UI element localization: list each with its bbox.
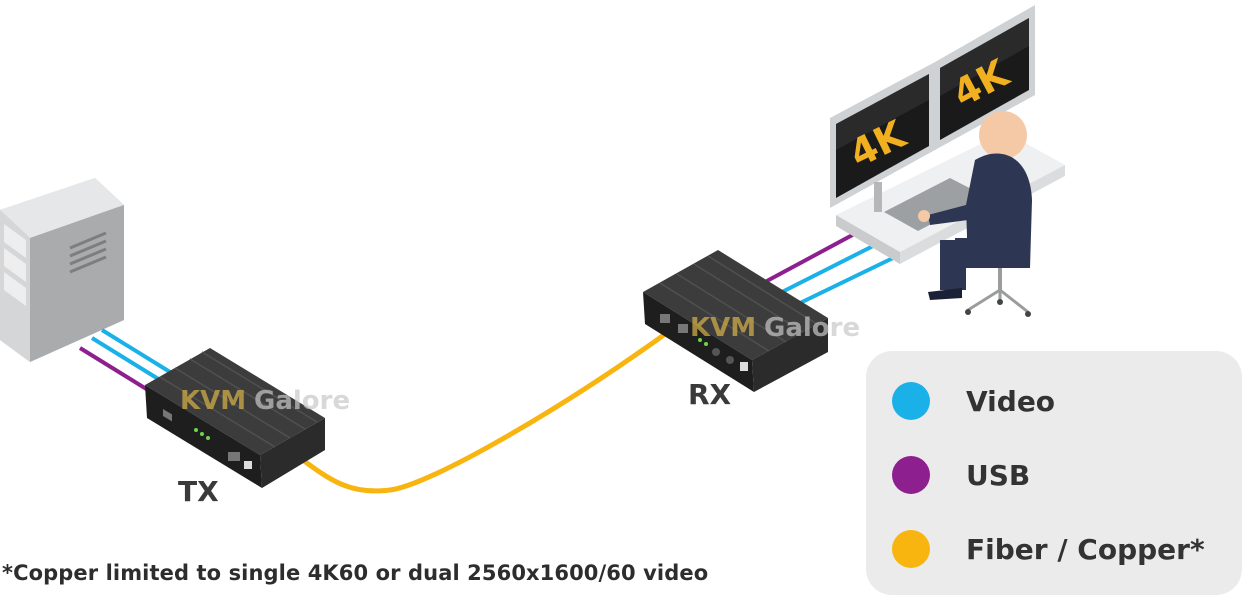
tx-unit xyxy=(145,348,325,488)
tx-watermark-suffix: Galore xyxy=(254,386,350,416)
person xyxy=(918,111,1032,300)
legend-label: Video xyxy=(966,384,1056,418)
usb-color-swatch xyxy=(892,456,930,494)
pc-to-tx-cables xyxy=(78,328,172,392)
legend: Video USB Fiber / Copper* xyxy=(866,351,1242,595)
legend-label: Fiber / Copper* xyxy=(966,532,1205,566)
rx-watermark-suffix: Galore xyxy=(764,313,860,343)
left-monitor: 4K xyxy=(830,62,935,212)
rx-watermark-prefix: KVM xyxy=(690,313,756,343)
video-color-swatch xyxy=(892,382,930,420)
legend-label: USB xyxy=(966,458,1031,492)
tx-label: TX xyxy=(178,475,219,508)
footnote: *Copper limited to single 4K60 or dual 2… xyxy=(2,561,709,585)
workstation: 4K 4K xyxy=(830,5,1065,317)
legend-item-fiber-copper: Fiber / Copper* xyxy=(892,524,1205,574)
chair xyxy=(965,268,1031,317)
legend-item-usb: USB xyxy=(892,450,1030,500)
rx-to-workstation-cables xyxy=(764,230,894,305)
fiber-copper-color-swatch xyxy=(892,530,930,568)
pc-tower xyxy=(0,178,124,362)
keyboard xyxy=(884,178,985,231)
fiber-copper-cable xyxy=(297,329,671,494)
tx-watermark: KVM Galore xyxy=(180,386,350,416)
rx-label: RX xyxy=(688,378,732,411)
rx-unit xyxy=(643,250,828,392)
right-monitor: 4K xyxy=(935,5,1035,150)
legend-item-video: Video xyxy=(892,376,1055,426)
rx-watermark: KVM Galore xyxy=(690,313,860,343)
tx-watermark-prefix: KVM xyxy=(180,386,246,416)
